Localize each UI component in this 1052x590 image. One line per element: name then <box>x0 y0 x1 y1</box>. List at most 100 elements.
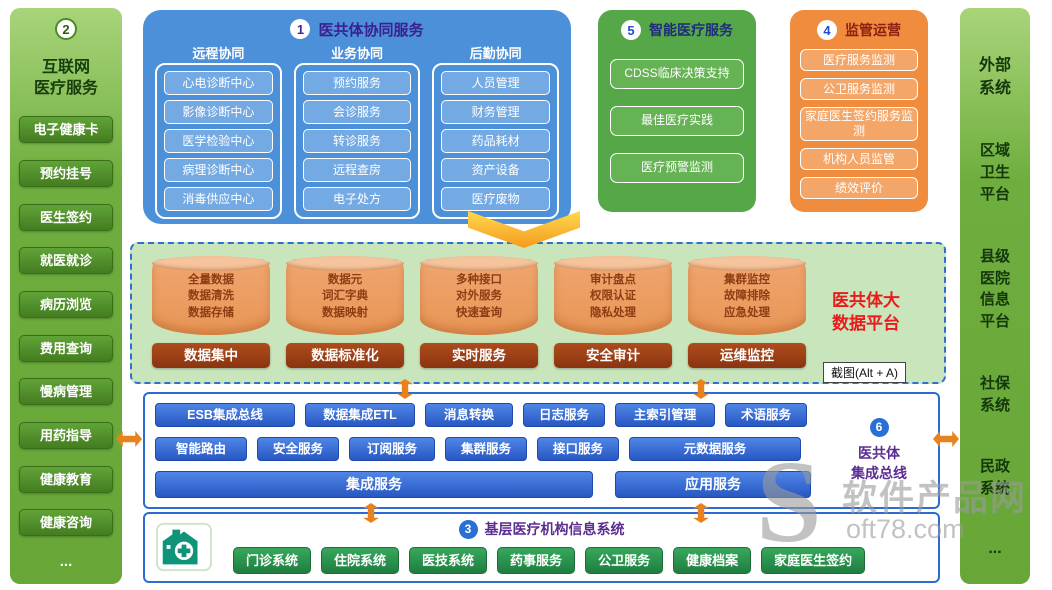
sidebar-item-doctor-signing[interactable]: 医生签约 <box>19 203 113 231</box>
sidebar-item-appointment[interactable]: 预约挂号 <box>19 160 113 188</box>
platform-module-label[interactable]: 数据标准化 <box>286 342 404 368</box>
platform-module-label[interactable]: 实时服务 <box>420 342 538 368</box>
external-system-item[interactable]: 社保系统 <box>979 374 1010 414</box>
internet-services-title: 互联网 医疗服务 <box>33 58 98 98</box>
bus-service-button[interactable]: 订阅服务 <box>349 437 435 461</box>
cylinder-text: 快速查询 <box>456 306 502 319</box>
collab-item[interactable]: 医学检验中心 <box>164 129 273 153</box>
sidebar-item-medical-visit[interactable]: 就医就诊 <box>19 247 113 275</box>
bus-service-button[interactable]: 接口服务 <box>537 437 619 461</box>
external-system-item[interactable]: 区域卫生平台 <box>979 142 1010 203</box>
collab-item[interactable]: 远程查房 <box>302 158 412 182</box>
smart-item[interactable]: 最佳医疗实践 <box>610 106 744 136</box>
primary-institutions-header: 3 基层医疗机构信息系统 <box>145 519 938 539</box>
hospital-icon <box>155 521 213 578</box>
sidebar-item-record-browse[interactable]: 病历浏览 <box>19 291 113 319</box>
bus-service-button[interactable]: 元数据服务 <box>629 437 801 461</box>
collab-item[interactable]: 药品耗材 <box>441 129 551 153</box>
external-system-item[interactable]: 民政系统 <box>979 458 1010 498</box>
bus-service-button[interactable]: 数据集成ETL <box>305 403 415 427</box>
collab-item[interactable]: 病理诊断中心 <box>164 158 273 182</box>
vertical-exchange-arrow-icon <box>693 503 709 523</box>
collab-item[interactable]: 预约服务 <box>302 71 412 95</box>
bus-service-button[interactable]: 术语服务 <box>725 403 807 427</box>
collab-item[interactable]: 电子处方 <box>302 187 412 211</box>
bus-service-button[interactable]: 消息转换 <box>425 403 513 427</box>
platform-module-label[interactable]: 数据集中 <box>152 342 270 368</box>
external-system-item[interactable]: 县级医院信息平台 <box>979 247 1010 330</box>
database-cylinder-icon: 数据元 词汇字典 数据映射 <box>286 255 404 335</box>
sidebar-item-medication-guide[interactable]: 用药指导 <box>19 421 113 449</box>
collab-item[interactable]: 医疗废物 <box>441 187 551 211</box>
smart-item[interactable]: 医疗预警监测 <box>610 153 744 183</box>
sidebar-item-chronic-disease[interactable]: 慢病管理 <box>19 378 113 406</box>
platform-group-realtime: 多种接口 对外服务 快速查询 实时服务 <box>420 255 538 368</box>
collab-services-panel: 1 医共体协同服务 远程协同 心电诊断中心 影像诊断中心 医学检验中心 病理诊断… <box>143 10 571 224</box>
supervision-item[interactable]: 公卫服务监测 <box>800 78 918 100</box>
integration-service-button[interactable]: 集成服务 <box>155 471 593 498</box>
section-badge-1: 1 <box>290 19 311 39</box>
cylinder-text: 集群监控 <box>724 273 770 286</box>
cylinder-text: 应急处理 <box>724 306 770 319</box>
collab-item[interactable]: 转诊服务 <box>302 129 412 153</box>
collab-item[interactable]: 影像诊断中心 <box>164 100 273 124</box>
sidebar-item-health-education[interactable]: 健康教育 <box>19 465 113 493</box>
supervision-panel-header: 4 监管运营 <box>800 18 918 42</box>
collab-item[interactable]: 人员管理 <box>441 71 551 95</box>
sidebar-item-more[interactable]: ... <box>59 552 73 570</box>
platform-group-security-audit: 审计盘点 权限认证 隐私处理 安全审计 <box>554 255 672 368</box>
left-exchange-arrow-icon <box>116 431 142 447</box>
section-badge-3: 3 <box>458 519 478 539</box>
bus-service-button[interactable]: 智能路由 <box>155 437 247 461</box>
institution-system-button[interactable]: 家庭医生签约 <box>761 547 866 574</box>
bus-service-button[interactable]: ESB集成总线 <box>155 403 295 427</box>
vertical-exchange-arrow-icon <box>363 503 379 523</box>
integration-bus-caption: 6 医共体 集成总线 <box>820 394 938 507</box>
smart-panel-header: 5 智能医疗服务 <box>610 18 744 42</box>
bus-service-button[interactable]: 集群服务 <box>445 437 527 461</box>
cylinder-text: 数据元 <box>327 273 363 286</box>
supervision-item[interactable]: 机构人员监管 <box>800 148 918 170</box>
supervision-panel: 4 监管运营 医疗服务监测 公卫服务监测 家庭医生签约服务监测 机构人员监管 绩… <box>790 10 928 212</box>
collab-panel-header: 1 医共体协同服务 <box>155 17 559 41</box>
institution-system-button[interactable]: 公卫服务 <box>585 547 664 574</box>
smart-item[interactable]: CDSS临床决策支持 <box>610 59 744 89</box>
supervision-panel-title: 监管运营 <box>845 22 901 38</box>
supervision-item[interactable]: 绩效评价 <box>800 177 918 199</box>
bus-service-button[interactable]: 安全服务 <box>257 437 339 461</box>
collab-item[interactable]: 会诊服务 <box>302 100 412 124</box>
cylinder-text: 隐私处理 <box>590 306 636 319</box>
collab-item[interactable]: 资产设备 <box>441 158 551 182</box>
supervision-item[interactable]: 家庭医生签约服务监测 <box>800 107 918 141</box>
smart-medical-panel: 5 智能医疗服务 CDSS临床决策支持 最佳医疗实践 医疗预警监测 <box>598 10 756 212</box>
collab-item[interactable]: 心电诊断中心 <box>164 71 273 95</box>
institution-system-button[interactable]: 药事服务 <box>497 547 576 574</box>
primary-institutions-title: 基层医疗机构信息系统 <box>484 521 625 537</box>
cylinder-text: 数据存储 <box>188 306 234 319</box>
external-system-more[interactable]: ... <box>988 539 1002 557</box>
institution-system-button[interactable]: 住院系统 <box>321 547 400 574</box>
database-cylinder-icon: 全量数据 数据清洗 数据存储 <box>152 255 270 335</box>
platform-group-ops-monitoring: 集群监控 故障排除 应急处理 运维监控 <box>688 255 806 368</box>
platform-module-label[interactable]: 安全审计 <box>554 342 672 368</box>
sidebar-item-fee-query[interactable]: 费用查询 <box>19 334 113 362</box>
database-cylinder-icon: 集群监控 故障排除 应急处理 <box>688 255 806 335</box>
bus-service-button[interactable]: 日志服务 <box>523 403 605 427</box>
platform-module-label[interactable]: 运维监控 <box>688 342 806 368</box>
collab-item[interactable]: 消毒供应中心 <box>164 187 273 211</box>
sidebar-item-health-consult[interactable]: 健康咨询 <box>19 509 113 537</box>
application-service-button[interactable]: 应用服务 <box>615 471 811 498</box>
institution-system-button[interactable]: 医技系统 <box>409 547 488 574</box>
sidebar-item-health-card[interactable]: 电子健康卡 <box>19 116 113 144</box>
vertical-exchange-arrow-icon <box>693 379 709 399</box>
collab-item[interactable]: 财务管理 <box>441 100 551 124</box>
integration-bus-panel: ESB集成总线 数据集成ETL 消息转换 日志服务 主索引管理 术语服务 智能路… <box>143 392 940 509</box>
supervision-item[interactable]: 医疗服务监测 <box>800 49 918 71</box>
institution-system-button[interactable]: 门诊系统 <box>233 547 312 574</box>
cylinder-text: 词汇字典 <box>322 290 368 303</box>
institution-system-button[interactable]: 健康档案 <box>673 547 752 574</box>
platform-group-standardization: 数据元 词汇字典 数据映射 数据标准化 <box>286 255 404 368</box>
external-systems-panel: 外部系统 区域卫生平台 县级医院信息平台 社保系统 民政系统 ... <box>960 8 1030 584</box>
cylinder-text: 审计盘点 <box>590 273 636 286</box>
bus-service-button[interactable]: 主索引管理 <box>615 403 715 427</box>
